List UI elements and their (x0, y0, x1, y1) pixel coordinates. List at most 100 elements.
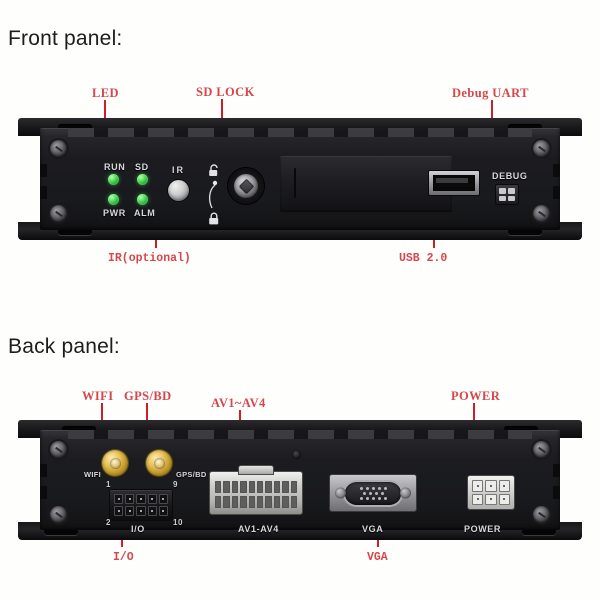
bracket-slot (522, 529, 556, 535)
power-connector[interactable] (468, 476, 514, 509)
io-pin-10-label: 10 (173, 518, 184, 527)
callout-ir-optional: IR(optional) (108, 252, 191, 265)
io-pin-1-label: 1 (106, 480, 112, 489)
vent-grille (68, 430, 532, 439)
chassis-screw (533, 140, 550, 157)
wifi-antenna-connector[interactable] (102, 450, 128, 476)
callout-led: LED (92, 86, 119, 100)
callout-io: I/O (113, 551, 134, 564)
debug-uart-connector[interactable] (496, 185, 518, 204)
key-slot (238, 178, 254, 194)
rotation-arrow-icon (208, 180, 218, 209)
usb-port[interactable] (429, 171, 479, 195)
silkscreen-pwr: PWR (103, 208, 126, 218)
debug-pin (499, 195, 506, 201)
chassis-screw (50, 506, 67, 523)
io-pin-2-label: 2 (106, 518, 112, 527)
callout-power: POWER (451, 389, 501, 403)
io-pin (136, 494, 146, 504)
callout-debug-uart: Debug UART (452, 86, 529, 100)
sma-center-pin (153, 457, 165, 469)
av-pin-row (215, 481, 297, 493)
side-notch (40, 486, 47, 499)
io-pin (136, 506, 146, 516)
callout-vga: VGA (367, 551, 388, 564)
bracket-slot (62, 426, 96, 432)
led-run (108, 174, 119, 185)
io-pin (147, 494, 157, 504)
front-faceplate: RUN SD PWR ALM IR (40, 128, 560, 230)
power-pin (472, 480, 484, 492)
debug-pin (508, 188, 515, 194)
power-pin (472, 493, 484, 505)
silkscreen-vga: VGA (362, 524, 384, 534)
power-pin (498, 480, 510, 492)
front-panel-device: RUN SD PWR ALM IR (18, 118, 582, 240)
bracket-slot (508, 229, 542, 235)
io-pin (125, 494, 135, 504)
connector-latch (239, 466, 273, 474)
side-notch (40, 464, 47, 477)
vga-jack-screw (335, 487, 346, 499)
sd-lock-keyswitch[interactable] (228, 168, 264, 204)
back-panel-device: WIFI GPS/BD 1 9 2 10 I/O A (18, 420, 582, 540)
usb-cavity (433, 175, 475, 191)
callout-sd-lock: SD LOCK (196, 85, 255, 99)
power-pin (485, 480, 497, 492)
vga-pin-row (362, 491, 384, 495)
silkscreen-alm: ALM (134, 208, 156, 218)
ir-sensor (168, 180, 189, 201)
av-input-connector[interactable] (210, 466, 302, 514)
led-pwr (108, 194, 119, 205)
silkscreen-sd: SD (135, 162, 149, 172)
vga-pin-row (359, 486, 387, 490)
bracket-slot (504, 426, 538, 432)
chassis-hole (292, 450, 301, 459)
side-notch (553, 486, 560, 499)
av-pin-rows (215, 481, 297, 508)
front-panel-heading: Front panel: (8, 27, 123, 50)
power-pin (498, 493, 510, 505)
power-pin (485, 493, 497, 505)
chassis-screw (533, 441, 550, 458)
vent-grille (68, 128, 532, 137)
callout-av: AV1~AV4 (211, 396, 266, 410)
chassis-screw (50, 441, 67, 458)
silkscreen-power: POWER (464, 524, 502, 534)
io-pin (147, 506, 157, 516)
led-sd (137, 174, 148, 185)
side-notch (40, 186, 47, 199)
side-notch (553, 164, 560, 177)
debug-pin (508, 195, 515, 201)
io-pin (158, 494, 168, 504)
unlocked-padlock-icon (209, 164, 218, 176)
bracket-slot (58, 124, 92, 130)
locked-padlock-icon (209, 212, 219, 225)
led-alm (137, 194, 148, 205)
sd-card-slot-door[interactable] (280, 156, 452, 212)
callout-usb: USB 2.0 (399, 252, 448, 265)
io-pin (158, 506, 168, 516)
silkscreen-ir: IR (172, 165, 185, 175)
silkscreen-av: AV1-AV4 (238, 524, 279, 534)
back-panel-heading: Back panel: (8, 335, 120, 358)
vga-pin-row (359, 496, 387, 500)
side-notch (553, 464, 560, 477)
silkscreen-run: RUN (104, 162, 126, 172)
vga-connector[interactable] (330, 475, 416, 511)
gps-antenna-connector[interactable] (146, 450, 172, 476)
av-pin-row (215, 496, 297, 508)
bracket-slot (58, 229, 92, 235)
chassis-screw (50, 140, 67, 157)
side-notch (553, 186, 560, 199)
silkscreen-gps-bd: GPS/BD (176, 470, 207, 479)
debug-pin (499, 188, 506, 194)
io-pin-9-label: 9 (173, 480, 179, 489)
vga-jack-screw (400, 487, 411, 499)
io-pin (114, 494, 124, 504)
side-notch (40, 164, 47, 177)
bracket-slot (44, 529, 78, 535)
chassis-screw (50, 205, 67, 222)
io-connector[interactable] (110, 490, 172, 520)
silkscreen-io: I/O (131, 524, 145, 534)
